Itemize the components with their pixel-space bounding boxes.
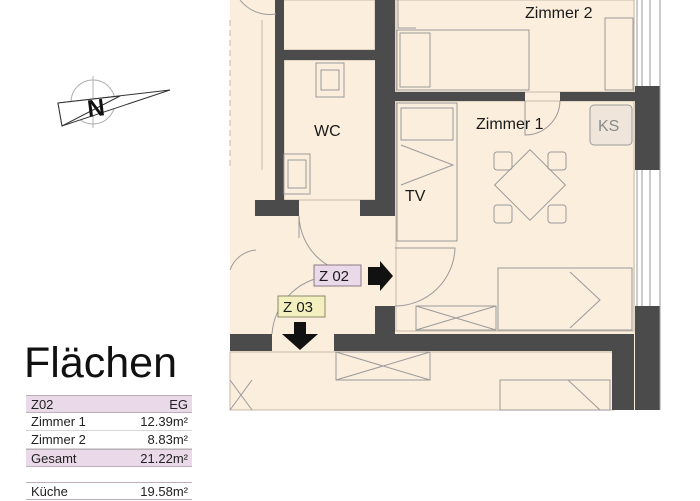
tag-z02-label: Z 02	[319, 268, 349, 285]
area-total-value: 21.22m²	[140, 451, 188, 466]
room-label-wc: WC	[314, 123, 341, 140]
area-total-label: Gesamt	[31, 451, 77, 466]
areas-title: Flächen	[24, 339, 177, 387]
unit-label: Z02	[31, 397, 54, 412]
area-table-kitchen: Küche 19.58m²	[26, 482, 192, 500]
compass-icon: N	[57, 76, 171, 128]
area-row-zimmer1: Zimmer 1 12.39m²	[26, 413, 192, 431]
area-row-label: Zimmer 1	[31, 414, 86, 429]
room-label-tv: TV	[405, 188, 426, 205]
room-label-zimmer1: Zimmer 1	[476, 116, 544, 133]
tag-z03: Z 03	[277, 295, 326, 318]
area-row-value: 19.58m²	[140, 484, 188, 499]
area-row-value: 12.39m²	[140, 414, 188, 429]
fixtures	[229, 0, 634, 411]
area-table-header: Z02 EG	[26, 395, 192, 413]
tag-z02: Z 02	[313, 264, 362, 287]
entry-arrow-down-icon	[282, 322, 318, 350]
area-row-kitchen: Küche 19.58m²	[26, 482, 192, 500]
area-row-total: Gesamt 21.22m²	[26, 449, 192, 467]
left-partition	[229, 20, 263, 170]
walls	[230, 0, 660, 410]
floor-level: EG	[169, 397, 188, 412]
area-row-value: 8.83m²	[147, 432, 188, 447]
area-row-label: Zimmer 2	[31, 432, 86, 447]
tag-z03-label: Z 03	[283, 299, 313, 316]
area-table-z02: Z02 EG Zimmer 1 12.39m² Zimmer 2 8.83m² …	[26, 395, 192, 467]
area-row-zimmer2: Zimmer 2 8.83m²	[26, 431, 192, 449]
compass-letter: N	[86, 94, 107, 123]
room-label-zimmer2: Zimmer 2	[525, 5, 593, 22]
window-strip	[636, 0, 661, 410]
room-label-ks: KS	[598, 118, 619, 135]
entry-arrow-right-icon	[368, 261, 393, 291]
area-row-label: Küche	[31, 484, 68, 499]
